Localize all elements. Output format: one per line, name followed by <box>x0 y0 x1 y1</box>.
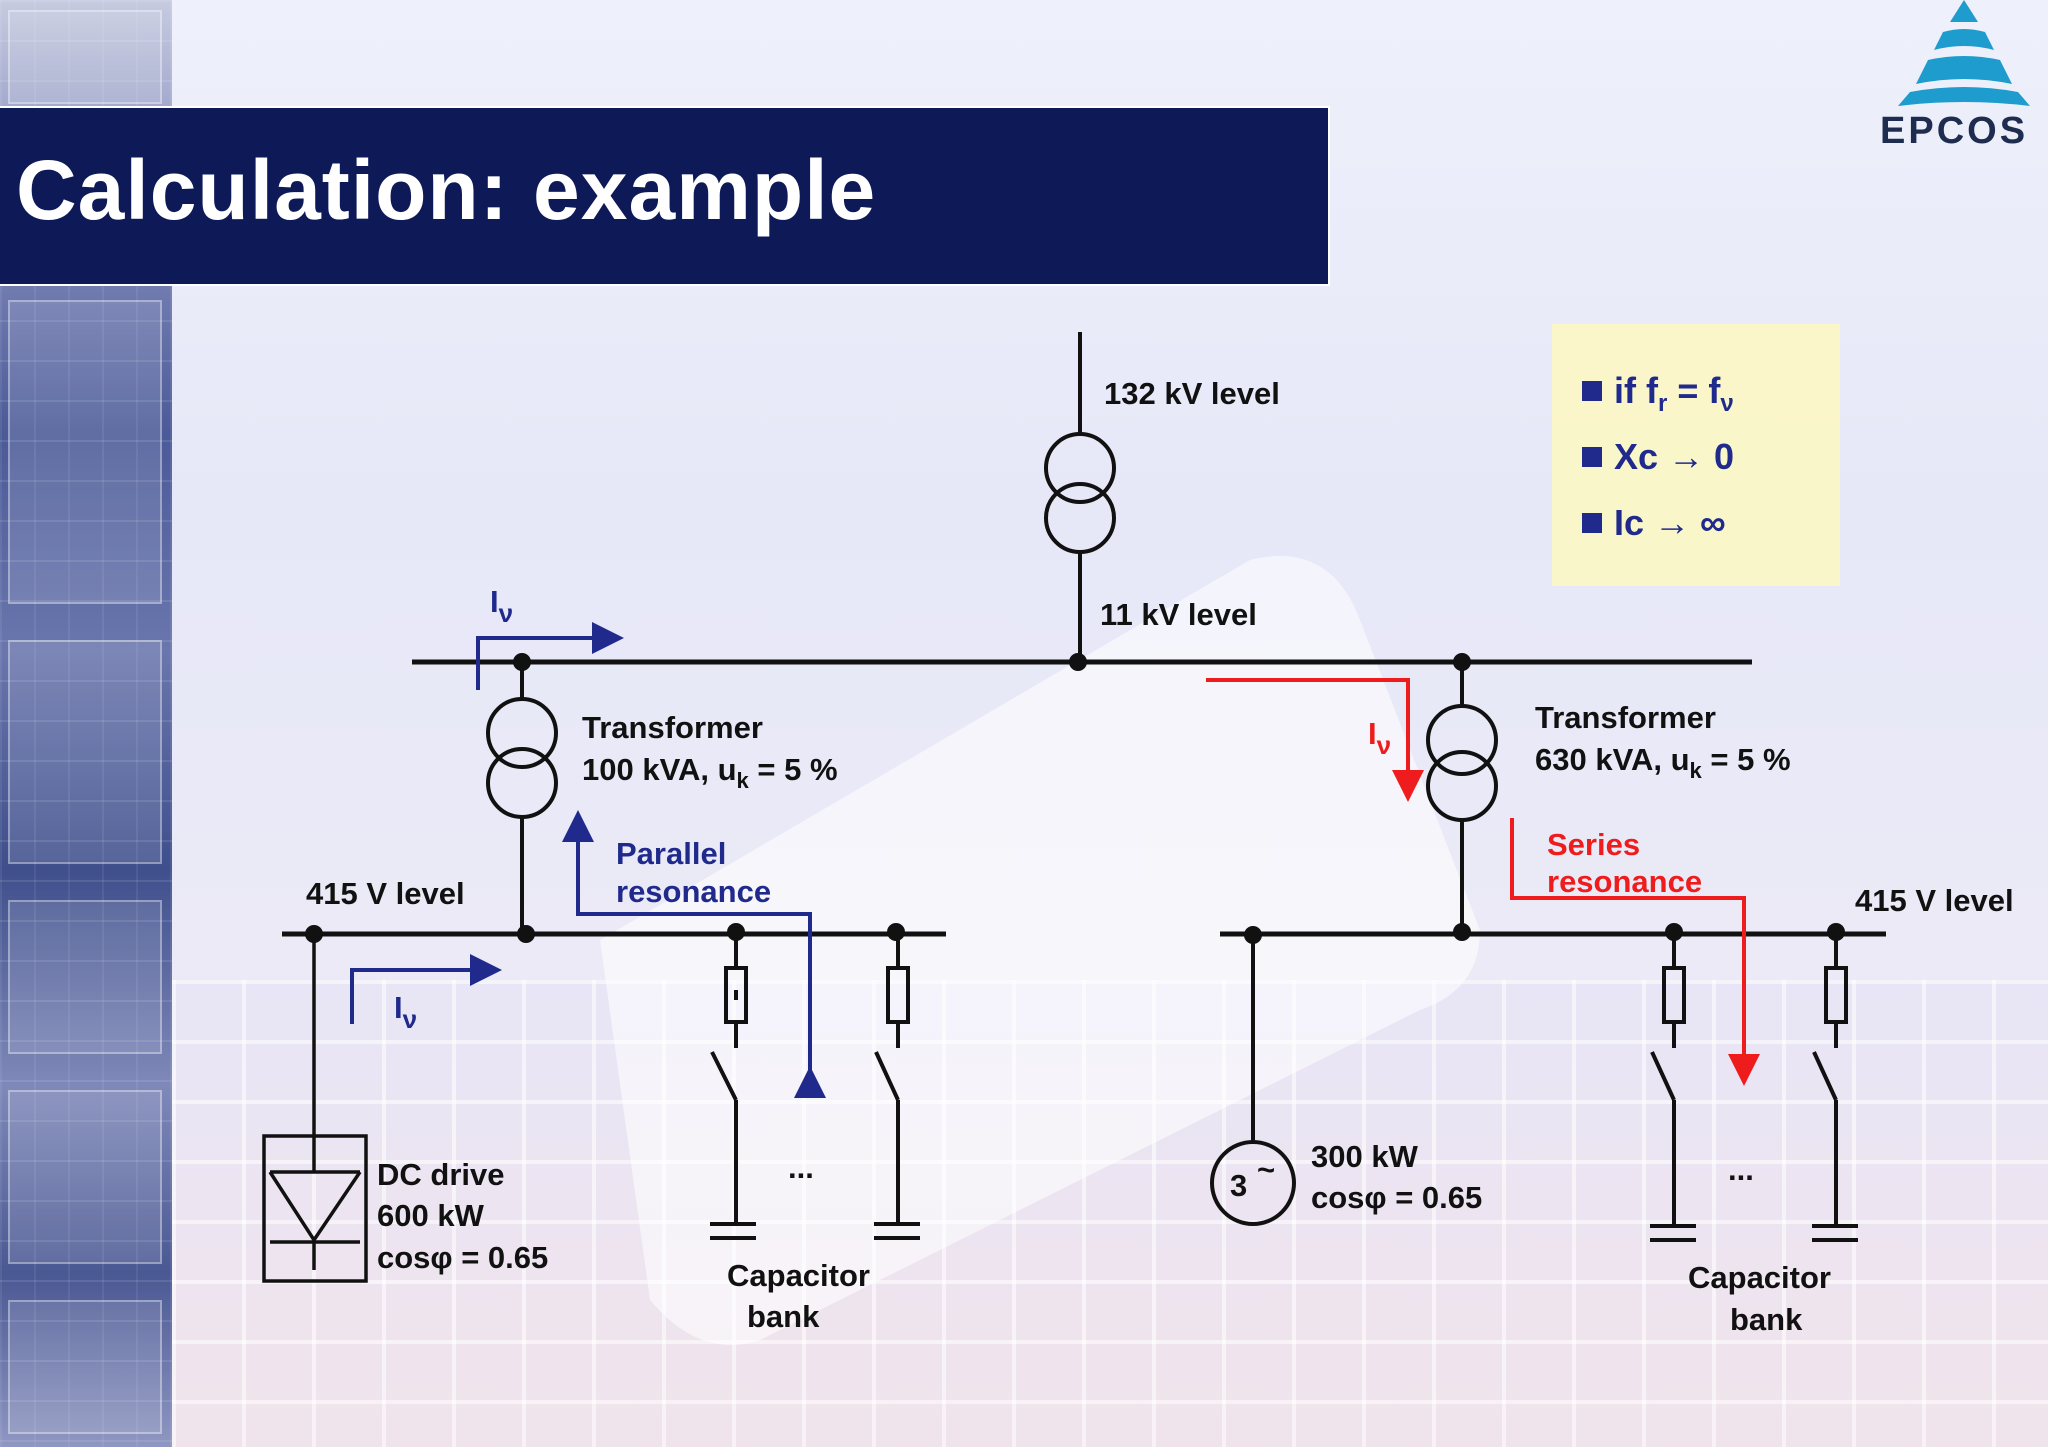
transformer-right-name: Transformer <box>1535 700 1716 735</box>
label-415v-left: 415 V level <box>306 876 465 911</box>
harmonic-current-arrow-right <box>1206 678 1424 802</box>
series-resonance-label-2: resonance <box>1547 864 1702 899</box>
logo-text: EPCOS <box>1880 110 2028 150</box>
ellipsis-left: ... <box>788 1150 814 1185</box>
parallel-resonance-label-2: resonance <box>616 874 771 909</box>
epcos-logo: EPCOS <box>1880 0 2030 150</box>
label-132kv: 132 kV level <box>1104 376 1280 411</box>
transformer-left-name: Transformer <box>582 710 763 745</box>
sidebar-device-image <box>8 300 162 604</box>
resonance-condition-box: if fr = fν Xc → 0 Ic → ∞ <box>1552 324 1840 586</box>
page-title: Calculation: example <box>16 143 877 237</box>
bullet-square-icon <box>1582 381 1602 401</box>
condition-current: Ic → ∞ <box>1582 502 1726 544</box>
motor <box>1210 935 1296 1226</box>
transformer-left-rating: 100 kVA, uk = 5 % <box>582 752 838 793</box>
bus-node <box>1069 653 1087 671</box>
parallel-resonance-path <box>562 810 826 1098</box>
label-415v-right: 415 V level <box>1855 883 2014 918</box>
bullet-square-icon <box>1582 447 1602 467</box>
condition-frequency: if fr = fν <box>1582 370 1734 418</box>
condition-reactance: Xc → 0 <box>1582 436 1734 478</box>
logo-tier-4 <box>1898 87 2030 106</box>
bus-node <box>1453 923 1471 941</box>
dc-drive-power: 600 kW <box>377 1198 485 1233</box>
logo-tier-1 <box>1950 0 1978 22</box>
capacitor-bank-right-label: Capacitor <box>1688 1260 1831 1295</box>
harmonic-current-arrow-bottom-left <box>350 954 502 1024</box>
dc-drive-pf: cosφ = 0.65 <box>377 1240 548 1275</box>
logo-tier-2 <box>1934 29 1994 50</box>
harmonic-current-arrow-top-left <box>476 622 624 690</box>
dc-drive-label: DC drive <box>377 1157 504 1192</box>
sidebar-device-image <box>8 1300 162 1434</box>
transformer-left <box>486 662 558 934</box>
sidebar-device-image <box>8 640 162 864</box>
capacitor-bank-left-label: Capacitor <box>727 1258 870 1293</box>
parallel-resonance-label: Parallel <box>616 836 726 871</box>
capacitor-branch-left-2 <box>874 932 920 1240</box>
motor-power: 300 kW <box>1311 1139 1419 1174</box>
current-label-bottom-left: Iν <box>394 990 417 1034</box>
label-11kv: 11 kV level <box>1100 597 1257 632</box>
sidebar-device-image <box>8 900 162 1054</box>
dc-drive-rectifier <box>262 934 368 1283</box>
current-label-right: Iν <box>1368 716 1391 760</box>
bullet-square-icon <box>1582 513 1602 533</box>
series-resonance-label: Series <box>1547 827 1640 862</box>
transformer-right <box>1426 662 1498 932</box>
current-label-top-left: Iν <box>490 584 513 628</box>
capacitor-photo-watermark <box>600 556 1480 1345</box>
capacitor-branch-right-2 <box>1812 932 1858 1242</box>
capacitor-branch-right-1 <box>1650 932 1696 1242</box>
sidebar-device-image <box>8 10 162 104</box>
sidebar-device-image <box>8 1090 162 1264</box>
main-transformer <box>1044 332 1116 662</box>
title-bar <box>0 106 1330 286</box>
bus-node <box>517 925 535 943</box>
motor-pf: cosφ = 0.65 <box>1311 1180 1482 1215</box>
series-resonance-path <box>1510 818 1760 1086</box>
capacitor-bank-left-label-2: bank <box>747 1299 820 1334</box>
transformer-right-rating: 630 kVA, uk = 5 % <box>1535 742 1791 783</box>
motor-ac-symbol: ~ <box>1257 1152 1275 1187</box>
motor-phase-symbol: 3 <box>1230 1168 1247 1203</box>
capacitor-bank-right-label-2: bank <box>1730 1302 1803 1337</box>
logo-tier-3 <box>1916 56 2012 84</box>
ellipsis-right: ... <box>1728 1152 1754 1187</box>
